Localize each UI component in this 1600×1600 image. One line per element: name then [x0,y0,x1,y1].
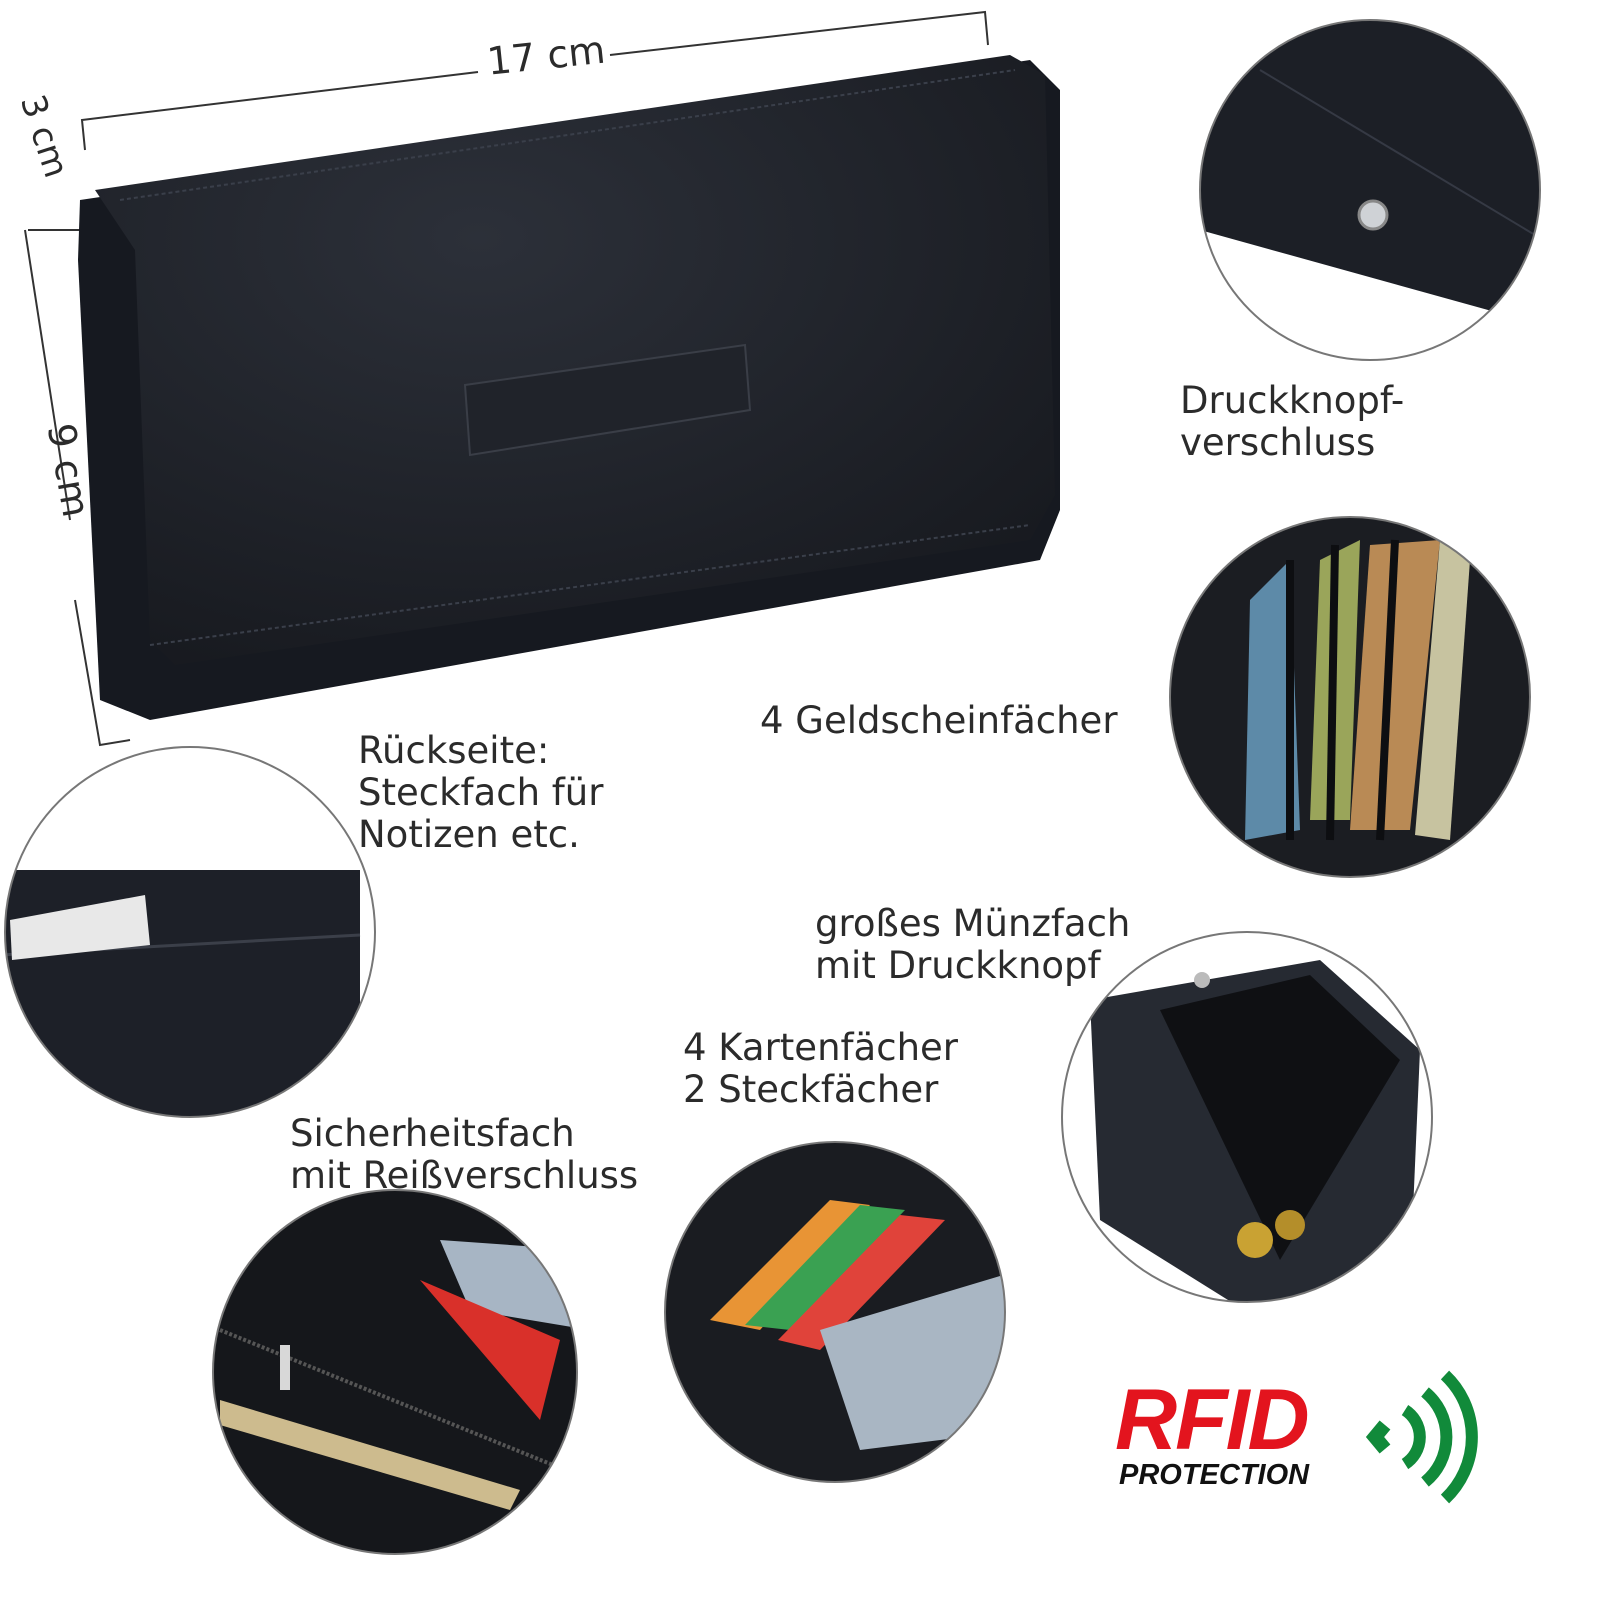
label-back-pocket: Rückseite: Steckfach für Notizen etc. [358,730,603,856]
label-line: verschluss [1180,421,1376,464]
back-pocket-image [5,747,375,1117]
label-zip-pocket: Sicherheitsfach mit Reißverschluss [290,1113,638,1197]
wallet-main-image [78,55,1060,720]
label-line: 4 Kartenfächer [683,1026,958,1069]
label-bill-compartments: 4 Geldscheinfächer [760,700,1118,742]
label-card-slots: 4 Kartenfächer 2 Steckfächer [683,1027,958,1111]
label-snap-closure: Druckknopf- verschluss [1180,380,1404,464]
label-line: großes Münzfach [815,902,1131,945]
rfid-title: RFID [1115,1372,1310,1468]
bill-compartments-image [1170,517,1530,877]
label-line: 2 Steckfächer [683,1068,939,1111]
label-line: Rückseite: [358,729,550,772]
dimension-lines [24,10,989,747]
zip-pocket-image [213,1190,577,1554]
rfid-protection-badge: RFID PROTECTION [1115,1372,1310,1491]
label-line: Sicherheitsfach [290,1112,575,1155]
label-line: Notizen etc. [358,813,580,856]
label-line: mit Reißverschluss [290,1154,639,1197]
rfid-subtitle: PROTECTION [1119,1459,1310,1491]
label-coin-pocket: großes Münzfach mit Druckknopf [815,903,1130,987]
label-line: Steckfach für [358,771,604,814]
snap-closure-image [1200,20,1540,360]
card-slots-image [665,1142,1005,1482]
wireless-signal-icon [1365,1370,1478,1504]
label-line: 4 Geldscheinfächer [760,699,1118,742]
label-line: Druckknopf- [1180,379,1405,422]
coin-pocket-image [1062,932,1432,1302]
label-line: mit Druckknopf [815,944,1101,987]
